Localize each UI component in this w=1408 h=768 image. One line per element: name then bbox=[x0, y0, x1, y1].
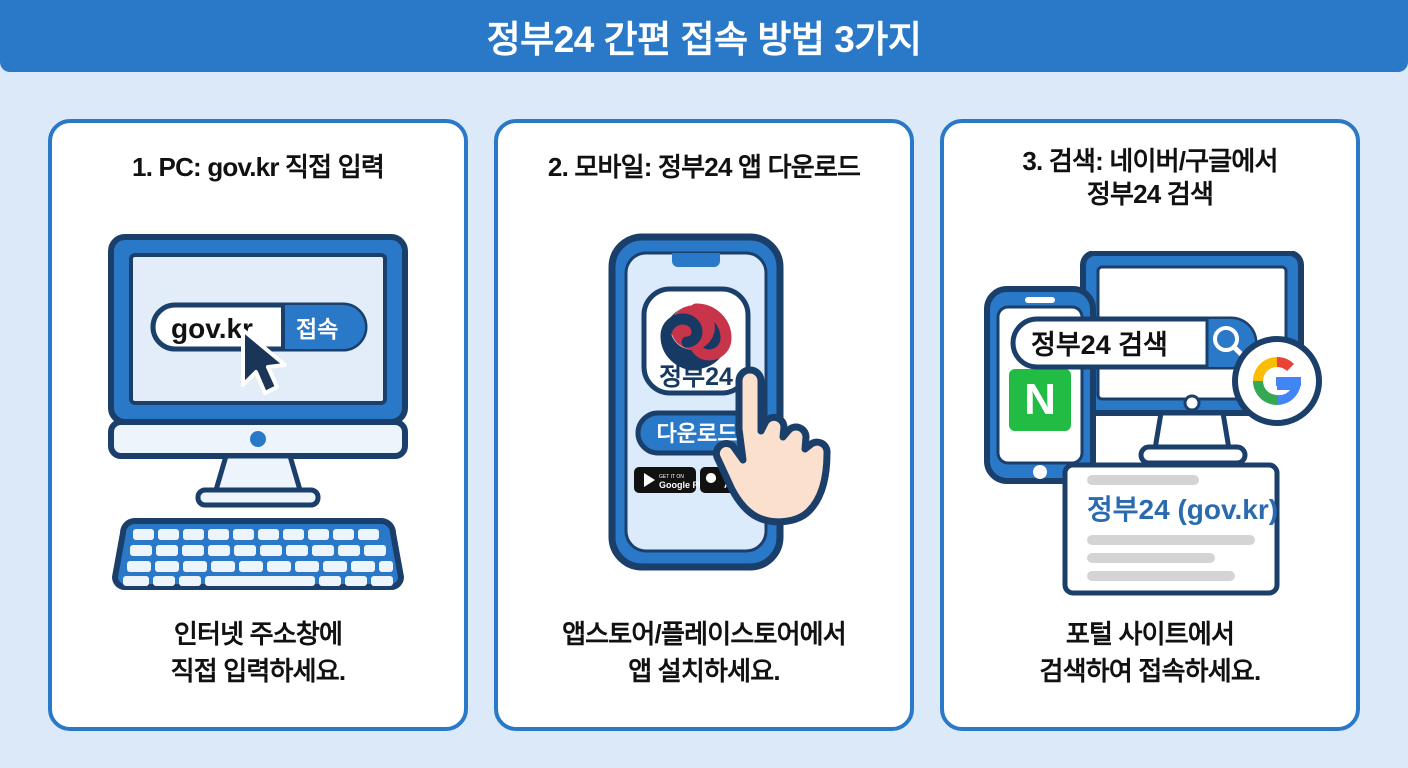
card-mobile-caption-line-1: 앱스토어/플레이스토어에서 bbox=[562, 619, 847, 650]
naver-logo-icon bbox=[1009, 369, 1071, 431]
card-pc-caption-line-2: 직접 입력하세요. bbox=[170, 655, 347, 686]
card-mobile[interactable]: 2. 모바일: 정부24 앱 다운로드 bbox=[494, 119, 914, 731]
card-pc-caption-line-1: 인터넷 주소창에 bbox=[173, 619, 343, 650]
card-search-title-line-2: 정부24 검색 bbox=[1086, 179, 1214, 210]
card-search[interactable]: 3. 검색: 네이버/구글에서 정부24 검색 bbox=[940, 119, 1360, 731]
search-query-value: 정부24 검색 bbox=[1031, 330, 1168, 360]
taegeuk-logo-icon bbox=[660, 303, 732, 371]
google-logo-icon bbox=[1232, 336, 1322, 426]
app-name-label: 정부24 bbox=[659, 363, 733, 391]
store-badge-google-play[interactable]: GET IT ON Google Play bbox=[634, 467, 711, 493]
search-portal-illustration: N 정부24 검색 bbox=[984, 251, 1322, 596]
page-title: 정부24 간편 접속 방법 3가지 bbox=[486, 19, 922, 60]
card-pc-title: 1. PC: gov.kr 직접 입력 bbox=[132, 152, 385, 182]
go-button-label: 접속 bbox=[296, 316, 338, 342]
smartphone-illustration: 정부24 다운로드 GET IT ON Google Play bbox=[608, 233, 831, 571]
card-search-illustration: N 정부24 검색 bbox=[944, 251, 1356, 626]
page-body: 1. PC: gov.kr 직접 입력 gov.kr 접속 bbox=[0, 72, 1408, 768]
card-mobile-illustration: 정부24 다운로드 GET IT ON Google Play bbox=[498, 233, 910, 608]
naver-mark-label: N bbox=[1024, 375, 1056, 424]
card-row: 1. PC: gov.kr 직접 입력 gov.kr 접속 bbox=[48, 119, 1360, 731]
card-mobile-caption: 앱스토어/플레이스토어에서 앱 설치하세요. bbox=[508, 616, 900, 689]
card-pc[interactable]: 1. PC: gov.kr 직접 입력 gov.kr 접속 bbox=[48, 119, 468, 731]
card-mobile-caption-line-2: 앱 설치하세요. bbox=[628, 655, 780, 686]
desktop-monitor-illustration: gov.kr 접속 bbox=[108, 234, 408, 590]
card-pc-caption: 인터넷 주소창에 직접 입력하세요. bbox=[62, 616, 454, 689]
card-mobile-title: 2. 모바일: 정부24 앱 다운로드 bbox=[547, 152, 861, 182]
search-result-link[interactable]: 정부24 (gov.kr) bbox=[1087, 494, 1278, 525]
card-search-title: 3. 검색: 네이버/구글에서 정부24 검색 bbox=[954, 145, 1346, 212]
card-search-caption-line-1: 포털 사이트에서 bbox=[1065, 619, 1235, 650]
svg-text:Google Play: Google Play bbox=[659, 480, 711, 490]
svg-text:GET IT ON: GET IT ON bbox=[659, 474, 684, 480]
hand-pointer-icon bbox=[712, 366, 831, 526]
page-header: 정부24 간편 접속 방법 3가지 bbox=[0, 0, 1408, 72]
address-bar-value: gov.kr bbox=[171, 313, 253, 344]
card-search-caption: 포털 사이트에서 검색하여 접속하세요. bbox=[954, 616, 1346, 689]
card-search-title-line-1: 3. 검색: 네이버/구글에서 bbox=[1022, 146, 1278, 176]
card-search-caption-line-2: 검색하여 접속하세요. bbox=[1039, 655, 1262, 686]
arrow-pointer-icon bbox=[241, 328, 287, 395]
card-pc-illustration: gov.kr 접속 bbox=[52, 233, 464, 608]
